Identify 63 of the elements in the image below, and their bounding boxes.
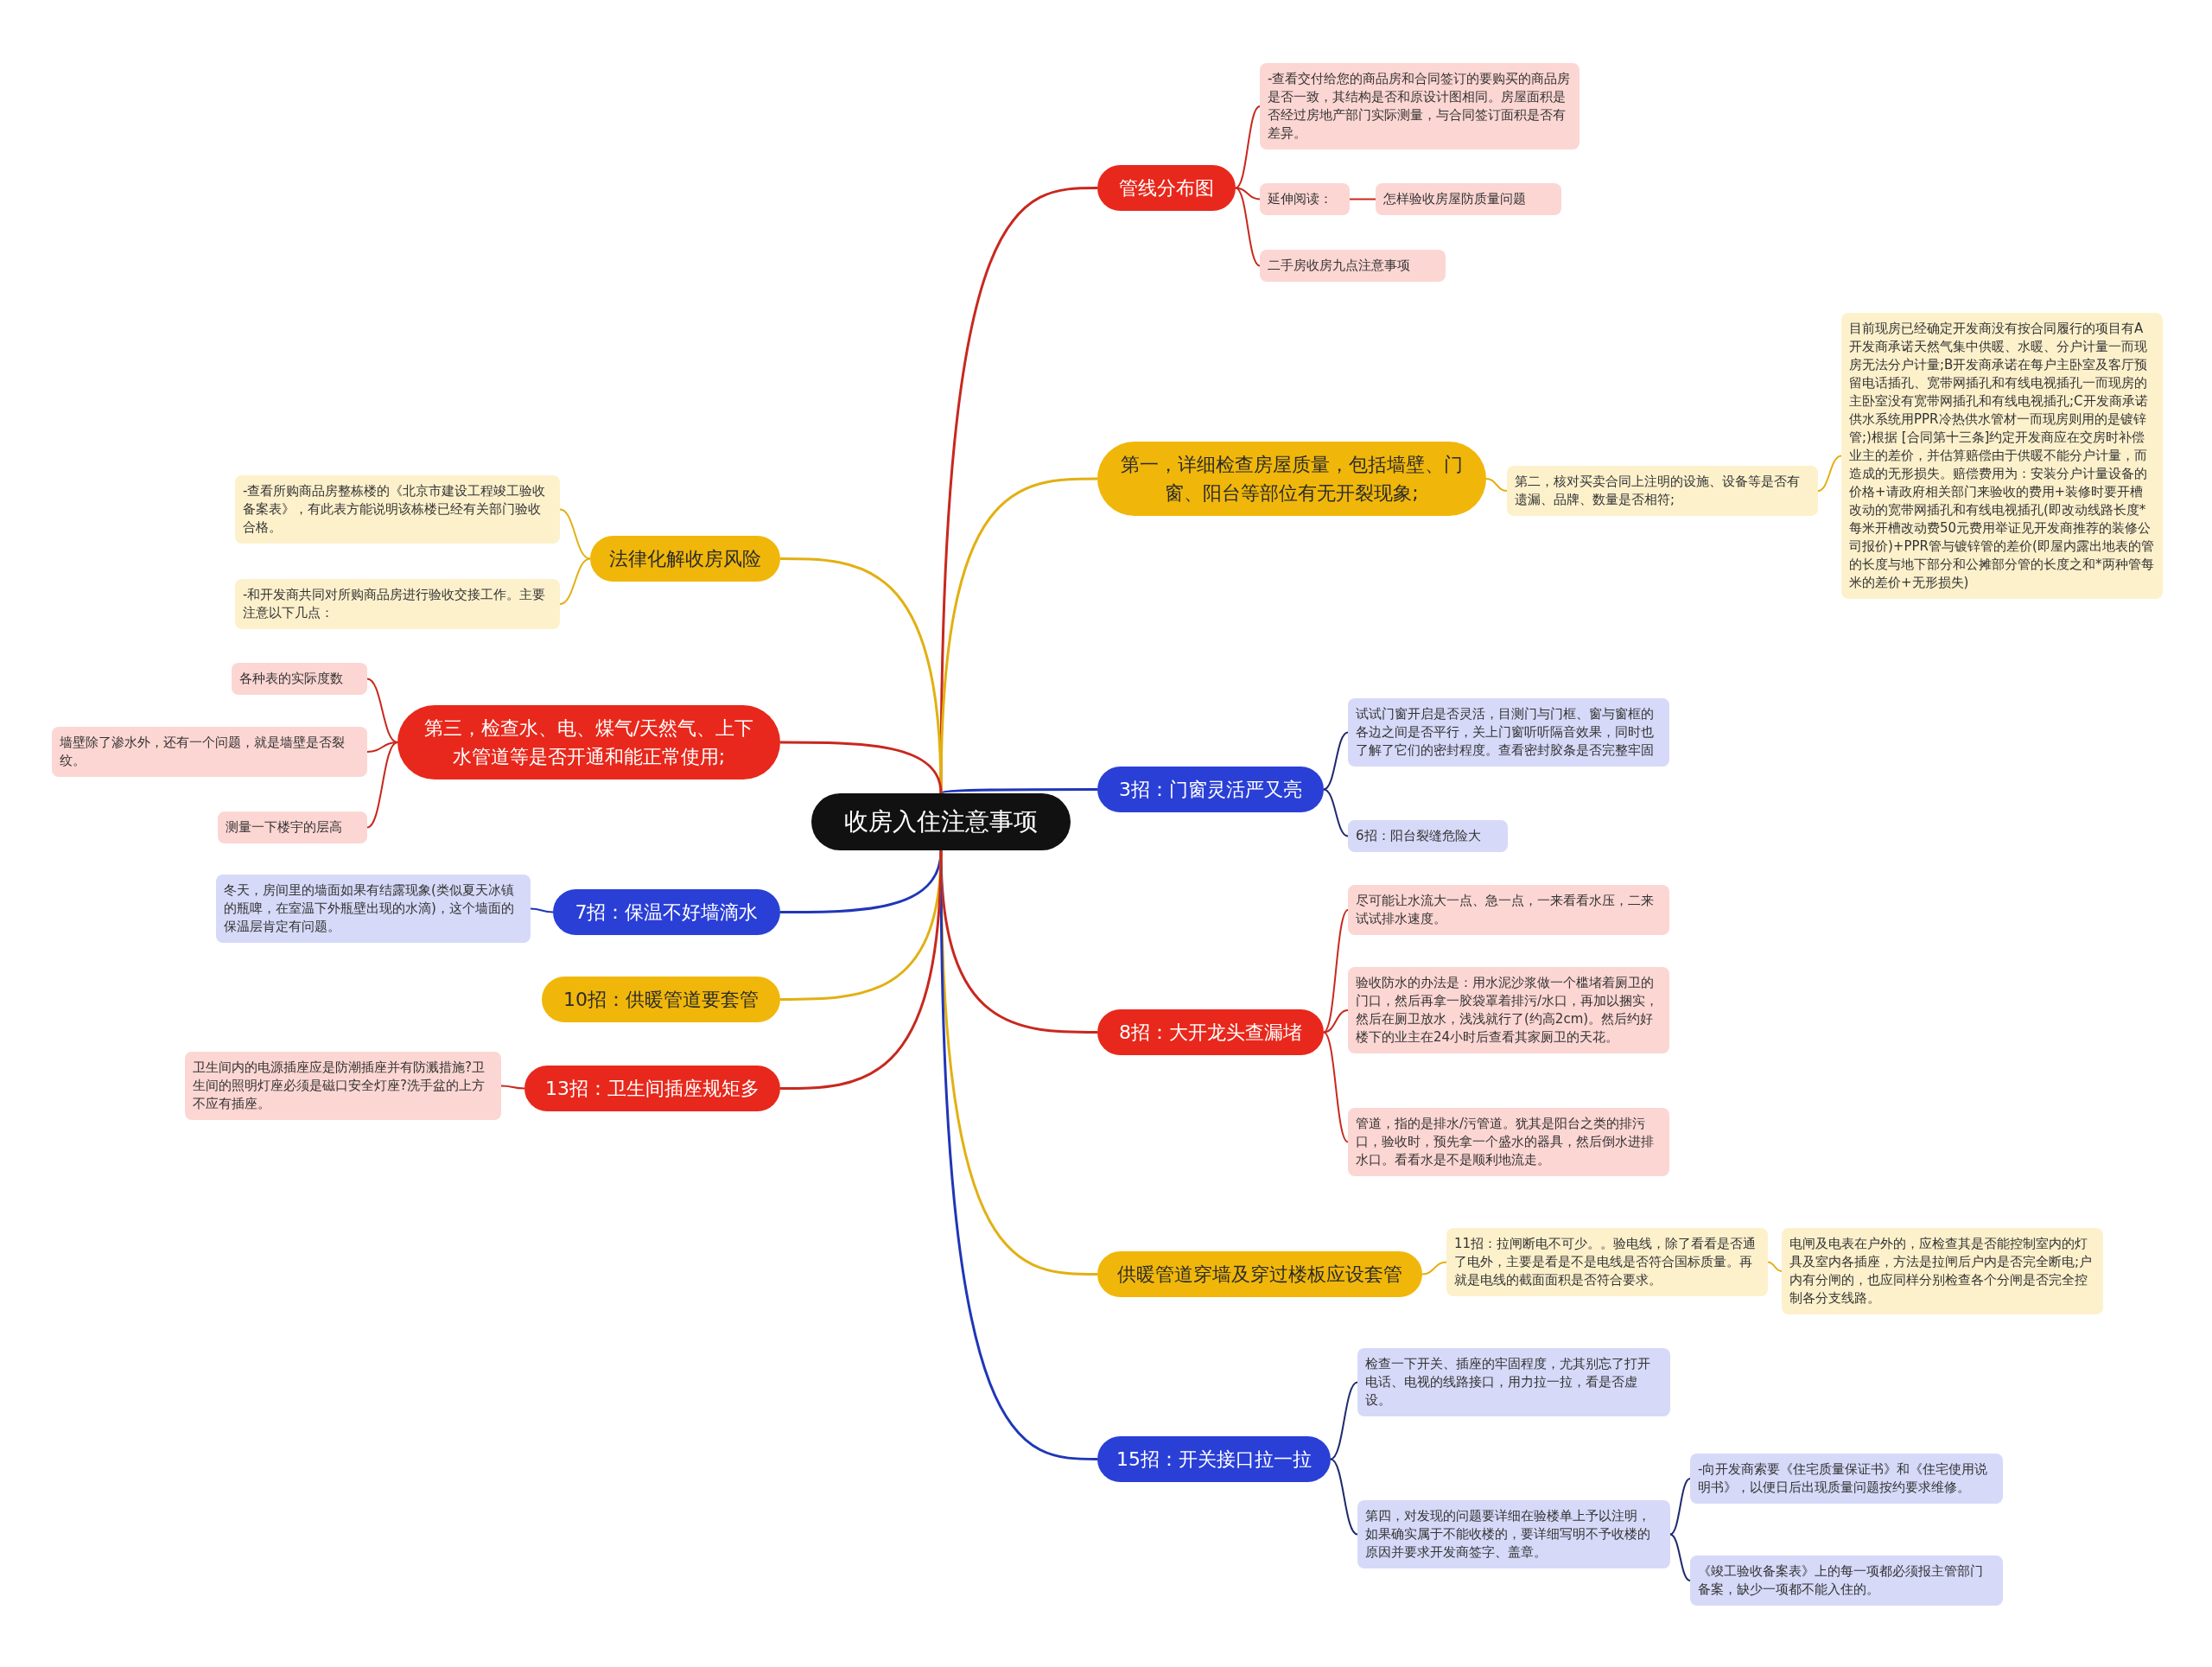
topic-pill: 法律化解收房风险: [590, 536, 780, 582]
note-box: 验收防水的办法是：用水泥沙浆做一个槛堵着厕卫的门口，然后再拿一胶袋罩着排污/水口，再加以捆实，然后在厕卫放水，浅浅就行了(约高2cm)。然后约好楼下的业主在24小时后查看其家厕卫的天花。: [1348, 967, 1669, 1053]
connector-line: [1767, 1261, 1783, 1272]
connector-line: [559, 557, 591, 605]
connector-line: [530, 907, 554, 913]
note-box: 二手房收房九点注意事项: [1260, 250, 1446, 282]
topic-pill: 第三，检查水、电、煤气/天然气、上下水管道等是否开通和能正常使用;: [397, 705, 780, 779]
connector-line: [366, 741, 398, 753]
topic-pill: 13招：卫生间插座规矩多: [524, 1066, 780, 1111]
note-box: 11招：拉闸断电不可少。。验电线，除了看看是否通了电外，主要是看是不是电线是否符合国标质量。再就是电线的截面面积是否符合要求。: [1446, 1228, 1768, 1296]
connector-line: [500, 1085, 525, 1090]
topic-pill: 15招：开关接口拉一拉: [1097, 1436, 1331, 1482]
topic-pill: 8招：大开龙头查漏堵: [1097, 1009, 1324, 1055]
connector-line: [1485, 478, 1508, 492]
topic-pill: 10招：供暖管道要套管: [542, 977, 780, 1022]
note-box: 第二，核对买卖合同上注明的设施、设备等是否有遗漏、品牌、数量是否相符;: [1507, 466, 1818, 516]
connector-line: [1330, 1381, 1358, 1460]
note-box: 试试门窗开启是否灵活，目测门与门框、窗与窗框的各边之间是否平行，关上门窗听听隔音效果，同时也了解了它们的密封程度。查看密封胶条是否完整牢固: [1348, 698, 1669, 767]
topic-pill: 3招：门窗灵活严又亮: [1097, 767, 1324, 812]
connector-line: [780, 849, 943, 1090]
connector-line: [1421, 1261, 1447, 1276]
topic-pill: 供暖管道穿墙及穿过楼板应设套管: [1097, 1251, 1422, 1297]
connector-line: [1235, 187, 1261, 267]
note-box: 尽可能让水流大一点、急一点，一来看看水压，二来试试排水速度。: [1348, 885, 1669, 935]
note-box: 测量一下楼宇的层高: [218, 811, 367, 843]
note-box: 卫生间内的电源插座应是防潮插座并有防溅措施?卫生间的照明灯座必须是磁口安全灯座?洗手盆的上方不应有插座。: [185, 1052, 501, 1120]
connector-line: [940, 788, 1097, 795]
note-box: 电闸及电表在户外的，应检查其是否能控制室内的灯具及室内各插座，方法是拉闸后户内是否完全断电;户内有分闸的，也应同样分别检查各个分闸是否完全控制各分支线路。: [1782, 1228, 2103, 1314]
connector-line: [1235, 105, 1261, 189]
topic-pill: 7招：保温不好墙滴水: [553, 889, 780, 935]
note-box: 目前现房已经确定开发商没有按合同履行的项目有A开发商承诺天然气集中供暖、水暖、分户计量一而现房无法分户计量;B开发商承诺在每户主卧室及客厅预留电话插孔、宽带网插孔和有线电视插孔一而现房的主卧室没有宽带网插孔和有线电视插孔;C开发商承诺供水系统用PPR冷热供水管材一而现房则用的是镀锌管;)根据 [合同第十三条]约定开发商应在交房时补偿业主的差价，并估算赔偿由于供暖不能分户计量，而造成的无形损失。赔偿费用为：安装分户计量设备的价格+请政府相关部门来验收的费用+装修时要开槽改动的宽带网插孔和有线电视插孔(即改动线路长度*每米开槽改动费50元费用举证见开发商推荐的装修公司报价)+PPR管与镀锌管的差价(即屋内露出地表的管的长度与地下部分和公摊部分管的长度之和*两种管每米的差价+无形损失): [1841, 313, 2163, 599]
connector-line: [780, 741, 943, 794]
connector-line: [1349, 198, 1376, 200]
note-box: 检查一下开关、插座的牢固程度，尤其别忘了打开电话、电视的线路接口，用力拉一拉，看是否虚设。: [1357, 1348, 1670, 1416]
connector-line: [1817, 455, 1842, 492]
connector-line: [559, 508, 591, 560]
connector-line: [366, 678, 398, 743]
note-box: 各种表的实际度数: [232, 663, 367, 695]
note-box: 6招：阳台裂缝危险大: [1348, 820, 1508, 852]
connector-line: [939, 850, 1098, 1460]
connector-line: [1323, 788, 1349, 837]
note-box: -查看所购商品房整栋楼的《北京市建设工程竣工验收备案表》，有此表方能说明该栋楼已经有关部门验收合格。: [235, 475, 560, 544]
connector-line: [1323, 909, 1349, 1034]
topic-pill: 第一，详细检查房屋质量，包括墙壁、门窗、阳台等部位有无开裂现象;: [1097, 442, 1486, 516]
note-box: 延伸阅读：: [1260, 183, 1350, 215]
connector-line: [1330, 1458, 1358, 1536]
connector-line: [1669, 1478, 1691, 1536]
note-box: -向开发商索要《住宅质量保证书》和《住宅使用说明书》，以便日后出现质量问题按约要求维修。: [1690, 1454, 2003, 1504]
note-box: 冬天，房间里的墙面如果有结露现象(类似夏天冰镇的瓶啤，在室温下外瓶壁出现的水滴)，这个墙面的保温层肯定有问题。: [216, 875, 531, 943]
connector-line: [1323, 1009, 1349, 1034]
note-box: -查看交付给您的商品房和合同签订的要购买的商品房是否一致，其结构是否和原设计图相同。房屋面积是否经过房地产部门实际测量，与合同签订面积是否有差异。: [1260, 63, 1580, 150]
note-box: 管道，指的是排水/污管道。犹其是阳台之类的排污口，验收时，预先拿一个盛水的器具，然后倒水进排水口。看看水是不是顺利地流走。: [1348, 1108, 1669, 1176]
note-box: 墙壁除了渗水外，还有一个问题，就是墙壁是否裂纹。: [52, 727, 367, 777]
note-box: 《竣工验收备案表》上的每一项都必须报主管部门备案，缺少一项都不能入住的。: [1690, 1556, 2003, 1606]
connector-line: [1323, 731, 1349, 791]
note-box: -和开发商共同对所购商品房进行验收交接工作。主要注意以下几点：: [235, 579, 560, 629]
connector-line: [366, 741, 398, 829]
central-topic: 收房入住注意事项: [811, 793, 1071, 850]
note-box: 怎样验收房屋防质量问题: [1376, 183, 1561, 215]
note-box: 第四，对发现的问题要详细在验楼单上予以注明，如果确实属于不能收楼的，要详细写明不予收楼的原因并要求开发商签字、盖章。: [1357, 1500, 1670, 1568]
connector-line: [1323, 1031, 1349, 1143]
topic-pill: 管线分布图: [1097, 165, 1236, 211]
connector-line: [1669, 1533, 1691, 1581]
